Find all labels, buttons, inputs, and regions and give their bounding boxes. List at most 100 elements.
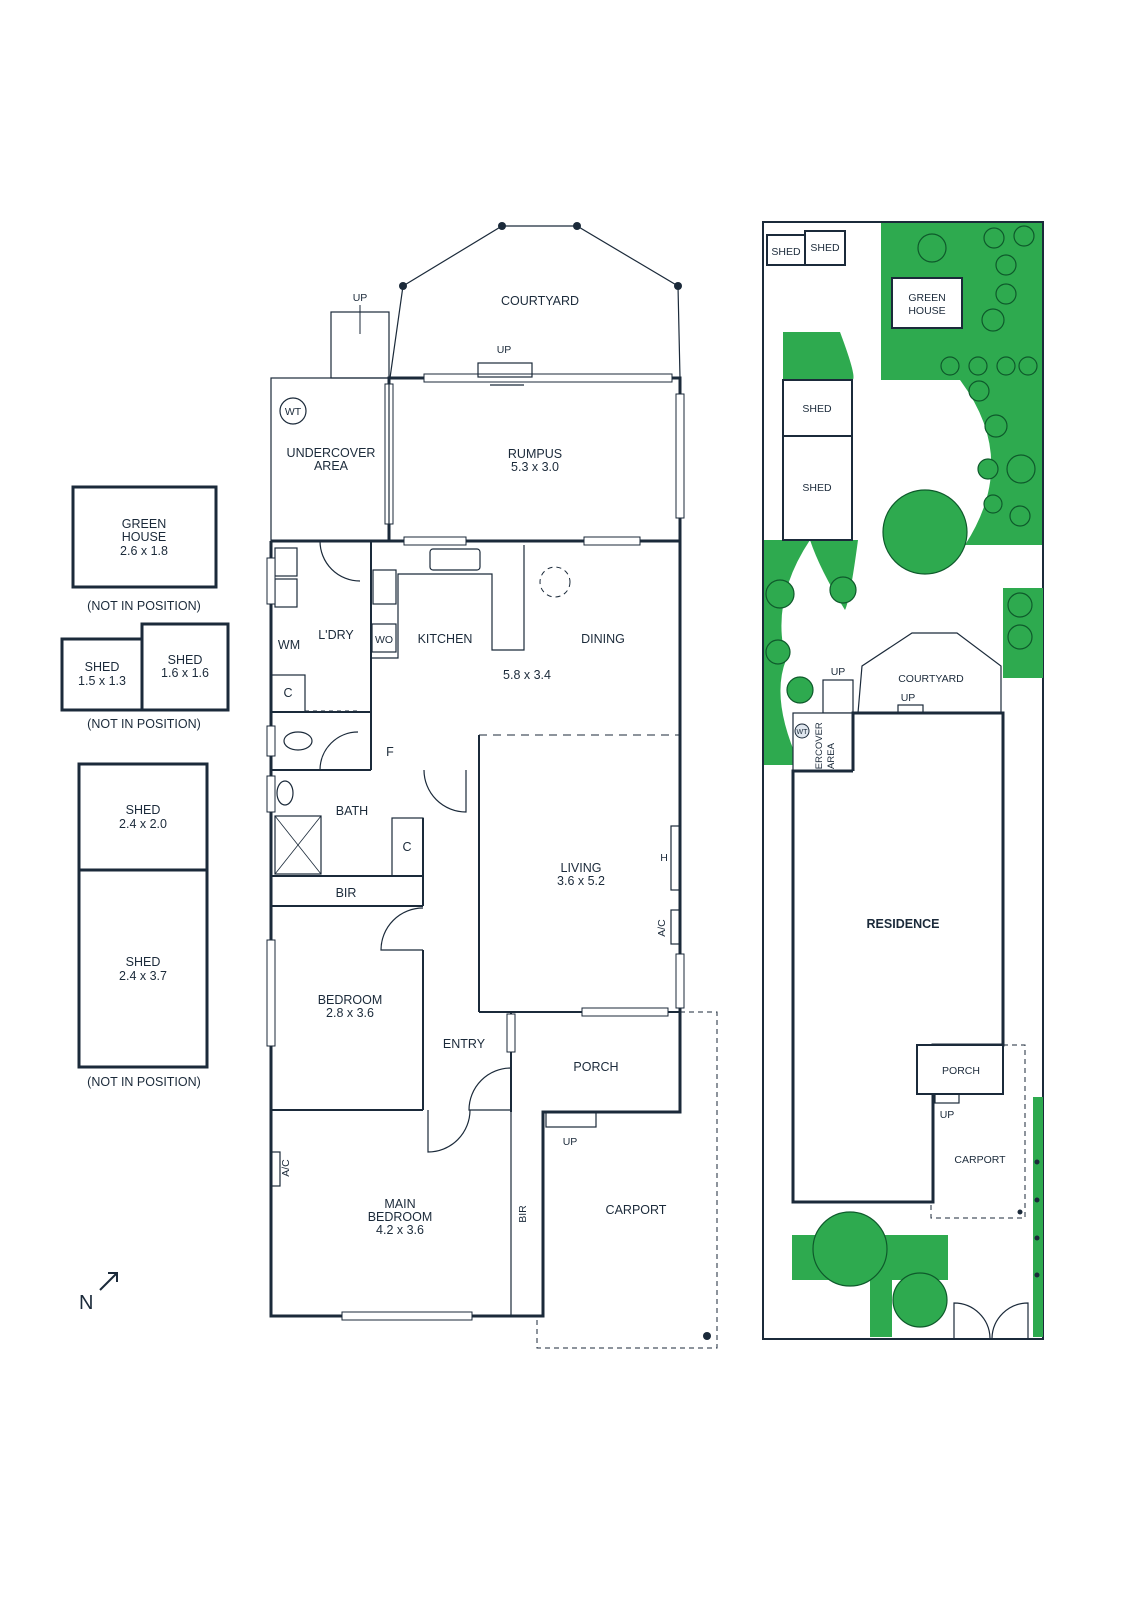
tree-icon [968,356,988,376]
light-fixture-icon [539,566,571,598]
sheds-small-note: (NOT IN POSITION) [87,717,201,731]
window [423,373,673,383]
shower-icon [274,815,322,875]
bir-main-label: BIR [517,1205,529,1223]
window [266,939,276,1047]
main-bed-name-1: MAIN [384,1197,415,1211]
north-compass: N [79,1272,118,1314]
tree-icon [1006,454,1036,484]
greenhouse-note: (NOT IN POSITION) [87,599,201,613]
rumpus-step [477,362,533,378]
tree-icon [977,458,999,480]
courtyard-label: COURTYARD [501,294,579,308]
site-boundary [762,221,1044,1340]
door-swing [319,540,361,582]
greenhouse-name-1: GREEN [122,517,166,531]
tree-icon [968,380,990,402]
site-greenhouse [891,277,963,329]
dining-label: DINING [581,632,625,646]
trees [765,225,1038,1328]
garden-area [960,380,1042,545]
laundry-tub [274,547,298,577]
tree-icon [765,579,795,609]
kitchen-label: KITCHEN [418,632,473,646]
site-undercover-2: AREA [826,742,837,769]
door-swing [468,1067,512,1111]
garden-area [1033,1097,1043,1337]
window [583,536,641,546]
tree-icon [1009,505,1031,527]
site-wt-label: WT [797,729,809,736]
bath-label: BATH [336,804,368,818]
tree-icon [983,227,1005,249]
site-greenhouse-1: GREEN [908,292,945,304]
shower-diagonal [274,815,322,875]
laundry-label: L'DRY [318,628,354,642]
gate-swing [991,1302,1029,1339]
garden-area [783,332,854,380]
window [675,393,685,519]
wt-label: WT [285,406,302,418]
tree-icon [984,414,1008,438]
tree-icon [1018,356,1038,376]
bollard-marker [1017,1209,1023,1215]
shed-large-size: 2.4 x 3.7 [119,969,167,983]
shed-large-outline [77,868,209,1069]
cooktop-icon [372,569,397,605]
site-up-left: UP [831,666,846,678]
site-undercover [792,712,854,772]
air-conditioner [270,1151,281,1187]
window [266,557,276,605]
ac-living-label: A/C [656,919,668,937]
site-shed-3-label: SHED [802,403,832,415]
site-shed-1 [766,234,806,266]
tree-icon [765,639,791,665]
bir-hall-label: BIR [336,886,357,900]
tree-icon [1013,225,1035,247]
large-tree-icon [892,1272,948,1328]
wo-label: WO [375,634,393,646]
site-residence [791,711,1005,1204]
entry-label: ENTRY [443,1037,486,1051]
living-size: 3.6 x 5.2 [557,874,605,888]
living-name: LIVING [561,861,602,875]
door-swing [380,907,424,951]
porch-step [545,1111,597,1128]
site-porch [916,1044,1004,1095]
rumpus-name: RUMPUS [508,447,562,461]
heater-label: H [660,852,668,864]
porch-label: PORCH [573,1060,618,1074]
up-porch-label: UP [563,1136,578,1148]
bollard-marker [1034,1235,1040,1241]
outbuildings-legend: GREEN HOUSE 2.6 x 1.8 (NOT IN POSITION) … [60,485,230,1089]
wm-label: WM [278,638,300,652]
linen-c2-label: C [402,840,411,854]
window [581,1007,669,1017]
compass-arrowhead-icon [108,1272,118,1282]
laundry-tub [274,578,298,608]
cupboard [391,817,424,877]
air-conditioner [670,909,681,945]
toilet-icon [283,731,313,751]
tree-icon [995,283,1017,305]
fridge-label: F [386,745,394,759]
bedroom-name: BEDROOM [318,993,383,1007]
sink-icon [429,548,481,571]
site-courtyard [857,632,1002,714]
door-swing [319,731,359,771]
site-carport-label: CARPORT [954,1154,1006,1166]
window [266,725,276,757]
tree-icon [996,356,1016,376]
cupboard [270,674,306,713]
shed-large-name: SHED [126,955,161,969]
gate-swing [953,1302,991,1339]
exterior-walls [269,541,682,1318]
compass-label: N [79,1292,93,1314]
greenhouse-name-2: HOUSE [122,530,166,544]
door-swing [423,769,467,813]
tree-icon [983,494,1003,514]
up-courtyard-label: UP [497,344,512,356]
greenhouse-outline [71,485,218,589]
carport-label: CARPORT [606,1203,667,1217]
